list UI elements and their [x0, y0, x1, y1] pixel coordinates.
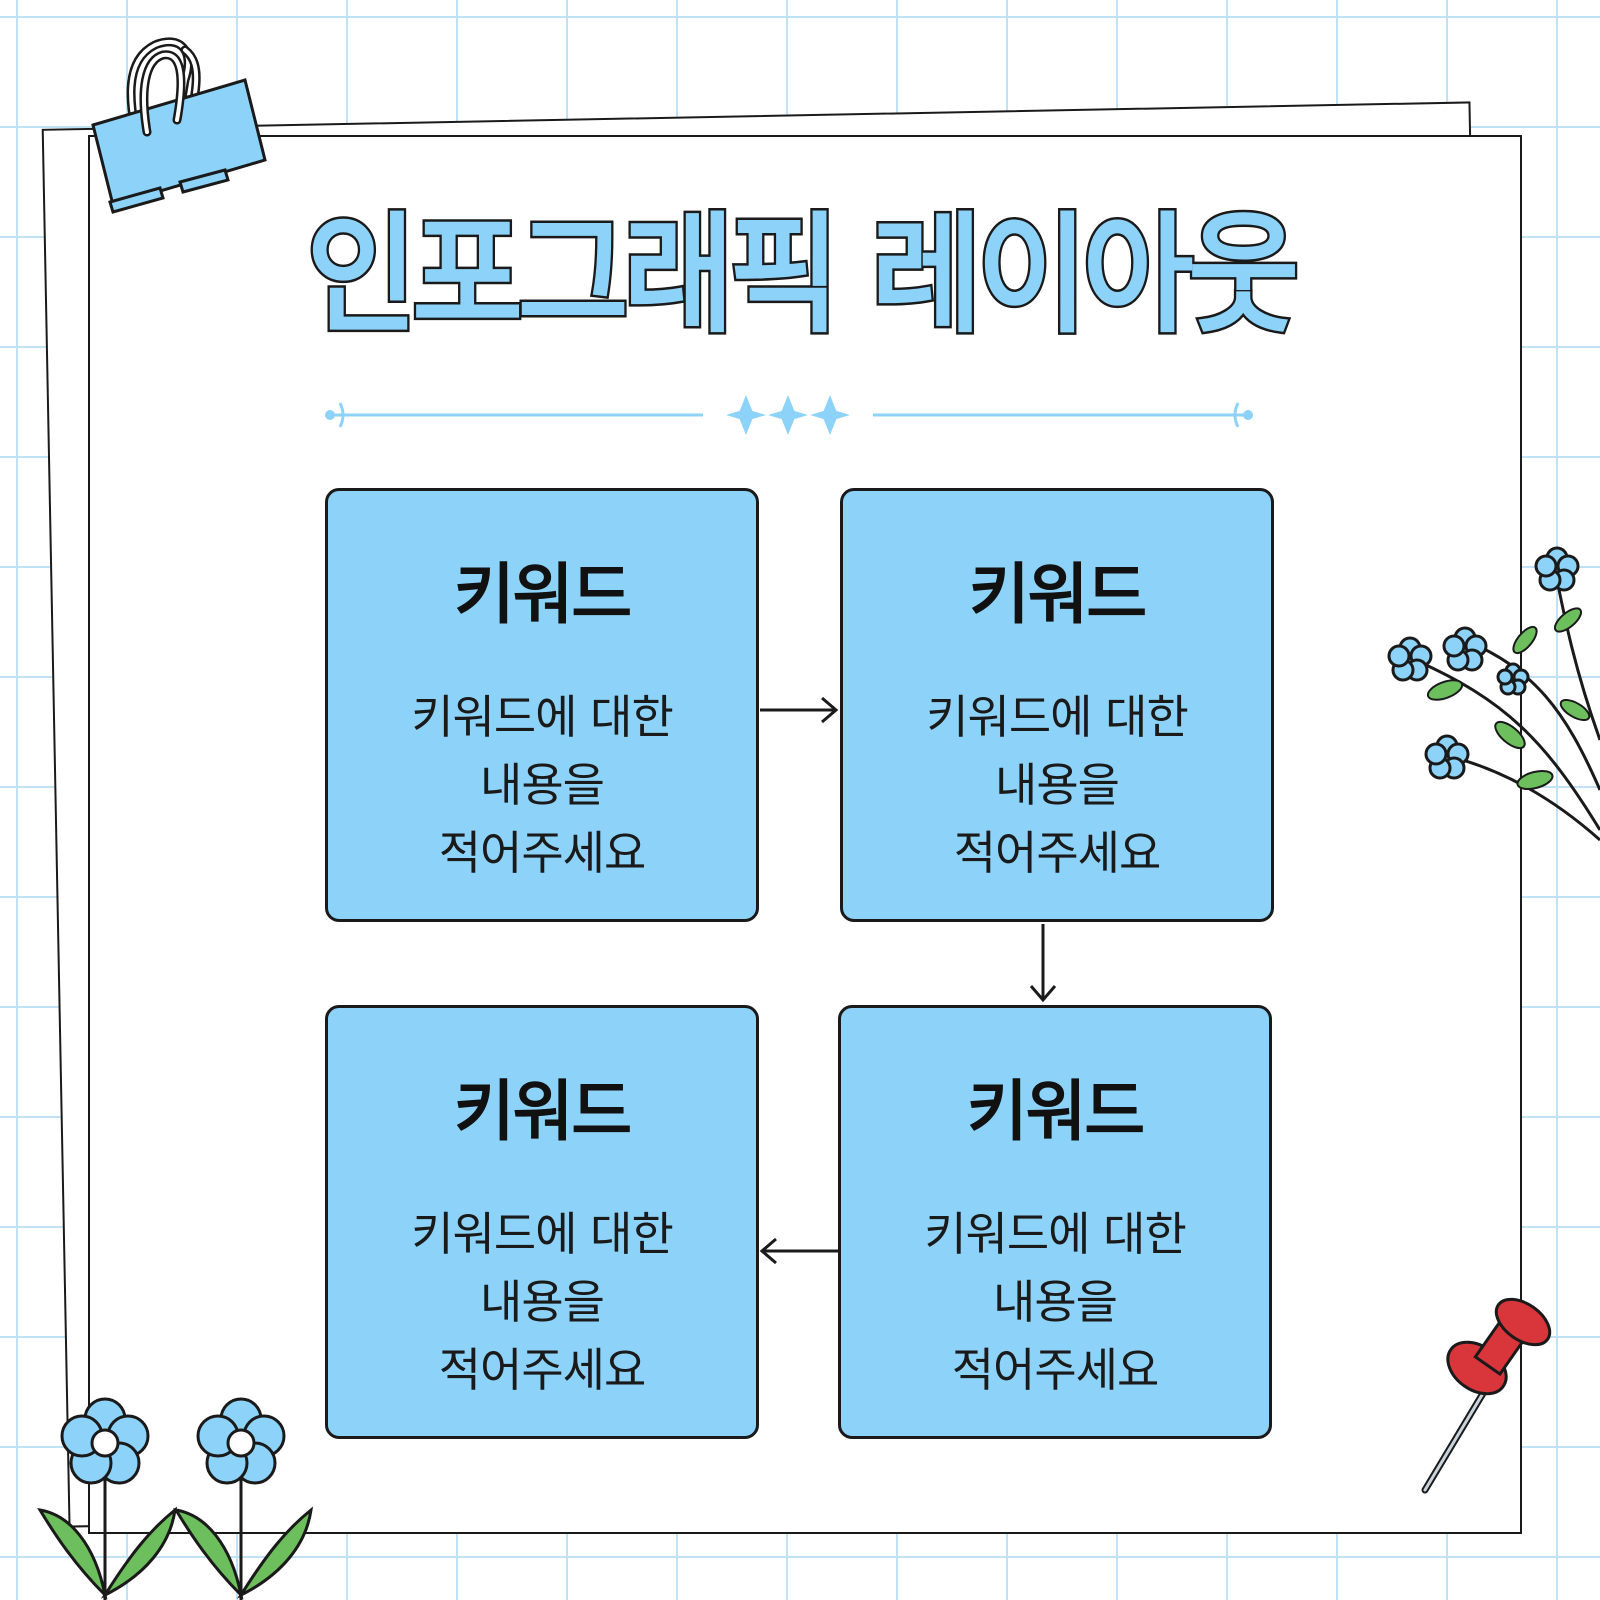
keyword-description: 키워드에 대한 내용을 적어주세요 [328, 683, 756, 887]
keyword-description: 키워드에 대한 내용을 적어주세요 [328, 1200, 756, 1404]
description-line: 적어주세요 [438, 1343, 647, 1397]
blue-flower-icon [37, 1397, 314, 1600]
description-line: 내용을 [480, 758, 605, 812]
keyword-title: 키워드 [453, 1073, 632, 1150]
description-line: 키워드에 대한 [411, 1207, 674, 1261]
description-line: 키워드에 대한 [411, 690, 674, 744]
description-line: 키워드에 대한 [924, 1207, 1187, 1261]
keyword-title: 키워드 [453, 556, 632, 633]
arrow-right-icon [760, 696, 839, 724]
description-line: 내용을 [993, 1275, 1118, 1329]
keyword-description: 키워드에 대한 내용을 적어주세요 [841, 1200, 1269, 1404]
sparkle-icon [726, 395, 850, 435]
description-line: 내용을 [995, 758, 1120, 812]
keyword-title: 키워드 [966, 1073, 1145, 1150]
keyword-box-1: 키워드 키워드에 대한 내용을 적어주세요 [325, 488, 759, 922]
description-line: 내용을 [480, 1275, 605, 1329]
arrow-left-icon [759, 1237, 838, 1265]
page-title: 인포그래픽 레이아웃 [304, 199, 1302, 351]
description-line: 적어주세요 [438, 826, 647, 880]
keyword-description: 키워드에 대한 내용을 적어주세요 [843, 683, 1271, 887]
keyword-title: 키워드 [968, 556, 1147, 633]
binder-clip-icon [91, 37, 267, 214]
description-line: 적어주세요 [951, 1343, 1160, 1397]
keyword-box-4: 키워드 키워드에 대한 내용을 적어주세요 [838, 1005, 1272, 1439]
keyword-box-3: 키워드 키워드에 대한 내용을 적어주세요 [325, 1005, 759, 1439]
arrow-down-icon [1029, 924, 1057, 1003]
sparkle-divider [325, 395, 1253, 435]
flower-branch-icon [1387, 546, 1600, 842]
description-line: 적어주세요 [953, 826, 1162, 880]
keyword-box-2: 키워드 키워드에 대한 내용을 적어주세요 [840, 488, 1274, 922]
push-pin-icon [1421, 1297, 1552, 1494]
description-line: 키워드에 대한 [926, 690, 1189, 744]
